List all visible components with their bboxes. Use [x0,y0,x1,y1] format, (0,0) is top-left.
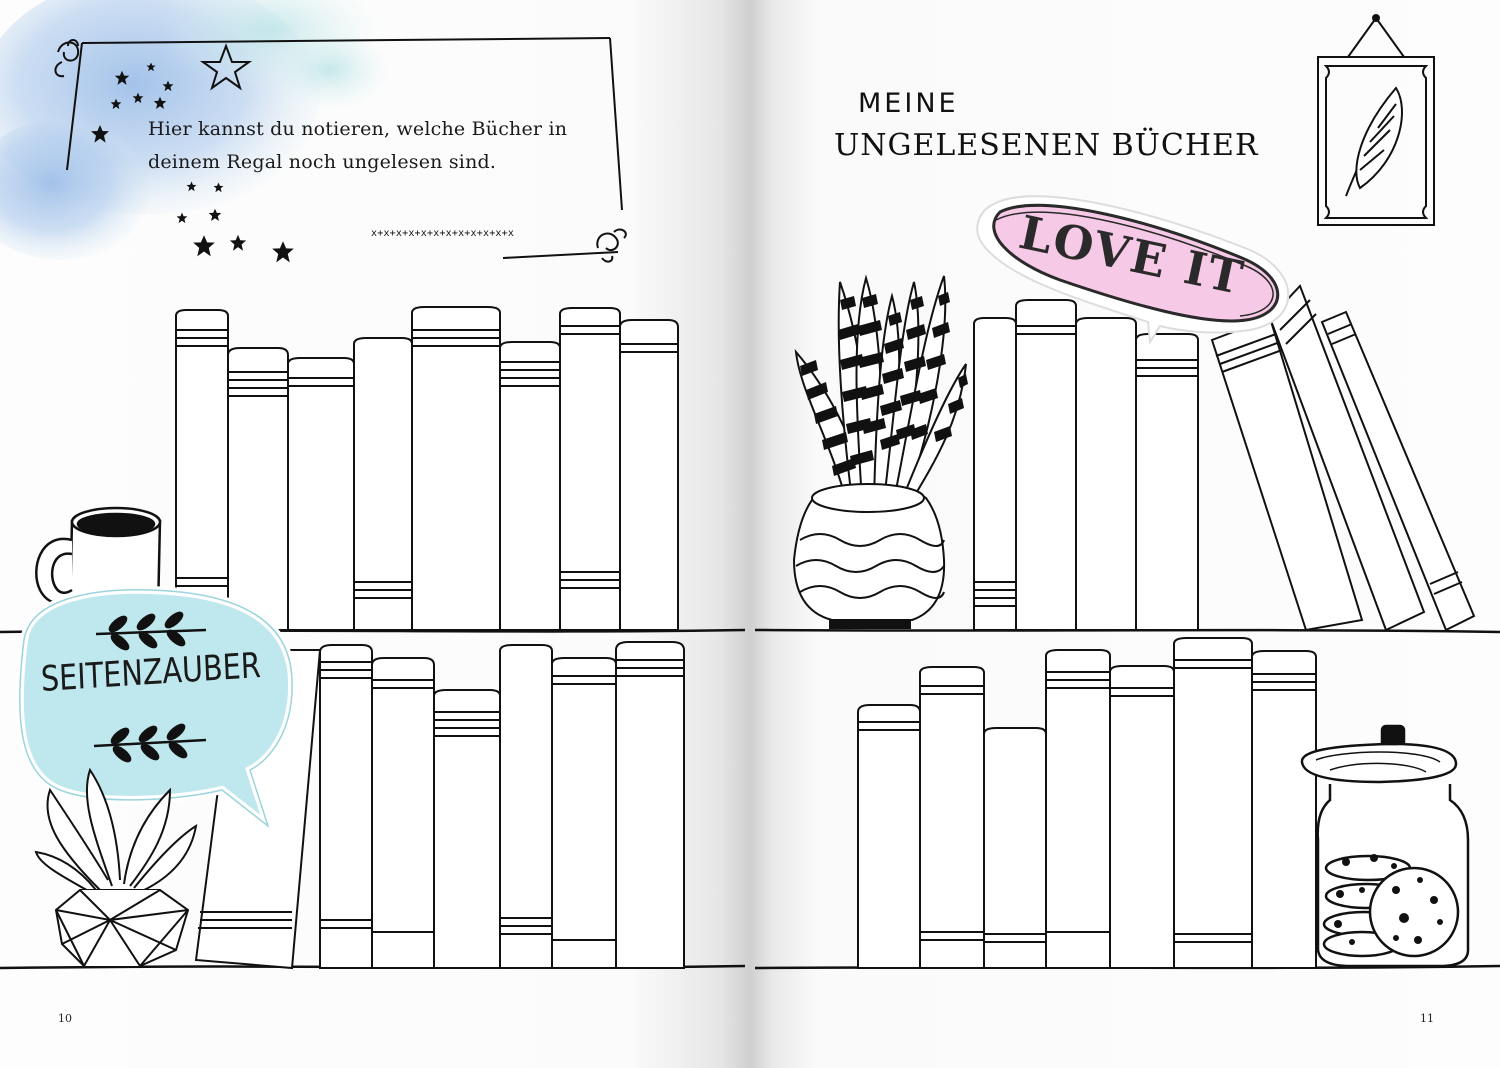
book-spine [919,666,985,969]
potted-plant-icon [34,767,198,967]
book-spine [287,357,355,631]
book-spine [551,657,617,969]
book-spine [559,307,621,631]
page-title-line-1: MEINE [858,88,959,119]
seitenzauber-badge [15,585,297,838]
book-spine [353,337,413,631]
love-it-sticker [976,195,1290,346]
book-spine [175,309,229,631]
book-spine [857,704,921,969]
leaf-branch-icon [95,611,207,651]
book-spine [1015,299,1077,631]
note-text-line-2: deinem Regal noch ungelesen sind. [148,151,497,173]
book-spine [371,657,435,969]
book-spine [619,319,679,631]
book-spine [973,317,1017,631]
book-spine [319,644,373,969]
note-frame [66,37,623,259]
star-icon [272,241,294,263]
book-spine [1135,333,1199,631]
flourish-icon [596,228,627,263]
book-spine [1109,665,1175,969]
star-icon [208,208,222,222]
book-spine [227,347,289,631]
books-right-top [973,284,1476,632]
star-icon [176,212,188,224]
book-spine [411,306,501,631]
star-icon [229,234,247,251]
books-right-bottom [857,637,1317,969]
book-spine [1173,637,1253,969]
book-spine [983,727,1047,969]
framed-feather-icon [1317,14,1435,226]
book-spine [499,644,553,969]
star-icon [193,235,215,257]
book-leaning [1320,310,1476,632]
books-left-top [175,306,679,631]
flourish-icon [54,39,80,78]
cookie-jar-icon [1300,724,1470,968]
book-spine [1075,317,1137,631]
note-text-line-1: Hier kannst du notieren, welche Bücher i… [148,118,568,140]
book-leaning [1268,284,1426,632]
book-spine [433,689,501,969]
page-number-left: 10 [58,1012,72,1025]
leaf-branch-icon [93,723,207,763]
page-number-right: 11 [1420,1012,1434,1025]
star-icon [199,43,253,91]
snake-plant-icon [792,274,968,629]
book-spine [1045,649,1111,969]
book-spine [499,341,561,631]
book-spine [615,641,685,969]
book-spine [1251,650,1317,969]
decorative-cross-row: x+x+x+x+x+x+x+x+x+x+x+x [371,228,515,239]
page-title-line-2: UNGELESENEN BÜCHER [834,128,1259,163]
